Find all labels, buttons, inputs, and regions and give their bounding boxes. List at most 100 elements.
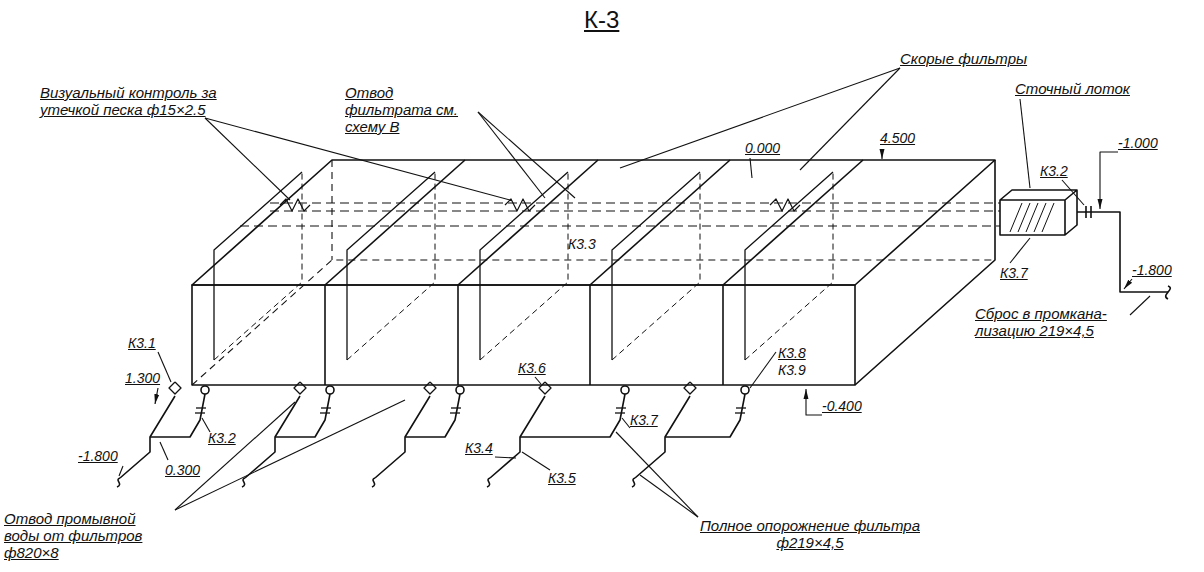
valve-symbol <box>616 407 626 408</box>
drain-outlet <box>201 386 209 394</box>
filter-partition <box>722 285 724 385</box>
elevation-mark: -1.800 <box>78 448 118 465</box>
gutter-plate <box>347 172 435 360</box>
callout-number: К3.3 <box>568 236 596 253</box>
leader-line <box>800 68 900 170</box>
drawing-line <box>192 160 1170 385</box>
leader-line <box>750 352 776 388</box>
leader-line <box>160 442 168 460</box>
note-text: Визуальный контроль за утечкой песка ф15… <box>40 84 240 118</box>
gate-valve <box>169 382 181 394</box>
callout-number: К3.7 <box>1000 265 1028 282</box>
trough-hatch <box>1010 203 1054 232</box>
note-text: Отвод фильтрата см. схему В <box>345 84 475 135</box>
callout-number: К3.1 <box>128 335 156 352</box>
drain-trough <box>1000 190 1077 235</box>
leader-line <box>205 118 290 200</box>
gutter-plate-hidden <box>745 172 833 360</box>
callout-number: К3.2 <box>1040 163 1068 180</box>
elevation-mark: 0.300 <box>165 462 200 479</box>
leader-line <box>1124 279 1132 289</box>
leader-line <box>202 418 210 432</box>
pipe-break <box>632 478 635 487</box>
valve-symbol <box>320 412 330 413</box>
gate-valve <box>424 382 436 394</box>
note-text: Отвод промывной воды от фильтров ф820×8 <box>4 510 169 561</box>
control-tap <box>280 199 310 211</box>
drawing-title: К-3 <box>584 6 619 34</box>
valve-symbol <box>195 412 205 413</box>
pipe-break <box>1166 286 1171 299</box>
filtrate-pipe <box>240 203 1000 226</box>
valve-symbol <box>196 407 206 408</box>
callout-number: К3.8 <box>778 345 806 362</box>
drain-pipe <box>275 394 330 437</box>
leader-line <box>175 402 295 510</box>
filter-partition <box>589 285 591 385</box>
leader-line <box>1020 99 1030 188</box>
callout-number: К3.4 <box>465 440 493 457</box>
gutter-plate <box>214 172 302 360</box>
gutter-plate-hidden <box>480 172 568 360</box>
leader-line <box>522 452 550 470</box>
drain-outlet <box>326 386 334 394</box>
leader-line <box>1010 238 1030 263</box>
elevation-mark: -0.400 <box>822 398 862 415</box>
valve-symbol <box>735 412 745 413</box>
filter-details <box>117 68 1150 517</box>
leader-line <box>175 400 405 510</box>
note-text: Полное опорожнение фильтра ф219×4,5 <box>700 517 920 551</box>
filter-partition <box>324 285 326 385</box>
elevation-mark: -1.000 <box>1118 135 1158 152</box>
gate-valve <box>684 382 696 394</box>
filter-partition <box>590 160 730 285</box>
drain-pipe <box>665 394 745 437</box>
valve-symbol <box>1086 206 1091 218</box>
callout-number: К3.6 <box>518 360 546 377</box>
leader-line <box>620 68 900 168</box>
leader-line <box>1100 152 1118 209</box>
gutter-plate <box>745 172 833 360</box>
valve-symbol <box>615 412 625 413</box>
elevation-mark: -1.800 <box>1132 262 1172 279</box>
pipe-break <box>117 478 120 487</box>
control-tap <box>770 199 800 211</box>
pipe-break <box>372 478 375 487</box>
leader-line <box>478 112 545 198</box>
gutter-plate-hidden <box>612 172 700 360</box>
callout-number: К3.5 <box>548 470 576 487</box>
leader-line <box>1130 296 1150 315</box>
leader-line <box>1062 180 1084 205</box>
callout-number: К3.7 <box>630 412 658 429</box>
valve-symbol <box>321 407 331 408</box>
tank-front-face <box>192 285 855 385</box>
note-text: Сброс в промкана- лизацию 219×4,5 <box>975 305 1125 339</box>
tank-top-face <box>192 160 995 285</box>
leader-line <box>155 388 158 404</box>
filter-partition <box>723 160 863 285</box>
elevation-mark: 0.000 <box>745 140 780 157</box>
leader-line <box>119 466 123 476</box>
control-tap <box>505 199 535 211</box>
leader-line <box>806 389 822 415</box>
filter-partition <box>325 160 465 285</box>
filter-partition <box>458 160 598 285</box>
elevation-mark: 4.500 <box>880 130 915 147</box>
valve-symbol <box>736 407 746 408</box>
drain-outlet <box>456 386 464 394</box>
drain-pipe <box>150 394 205 437</box>
leader-line <box>750 158 752 178</box>
valve-symbol <box>451 407 461 408</box>
valve-symbol <box>450 412 460 413</box>
callout-number: К3.2 <box>208 430 236 447</box>
leader-line <box>881 149 882 159</box>
callout-number: К3.9 <box>778 362 806 379</box>
elevation-mark: 1.300 <box>125 370 160 387</box>
drain-outlet <box>621 386 629 394</box>
gutter-plate <box>612 172 700 360</box>
leader-line <box>640 475 698 517</box>
leader-line <box>495 457 516 458</box>
drain-outlet <box>741 386 749 394</box>
pipe-break <box>487 478 490 487</box>
